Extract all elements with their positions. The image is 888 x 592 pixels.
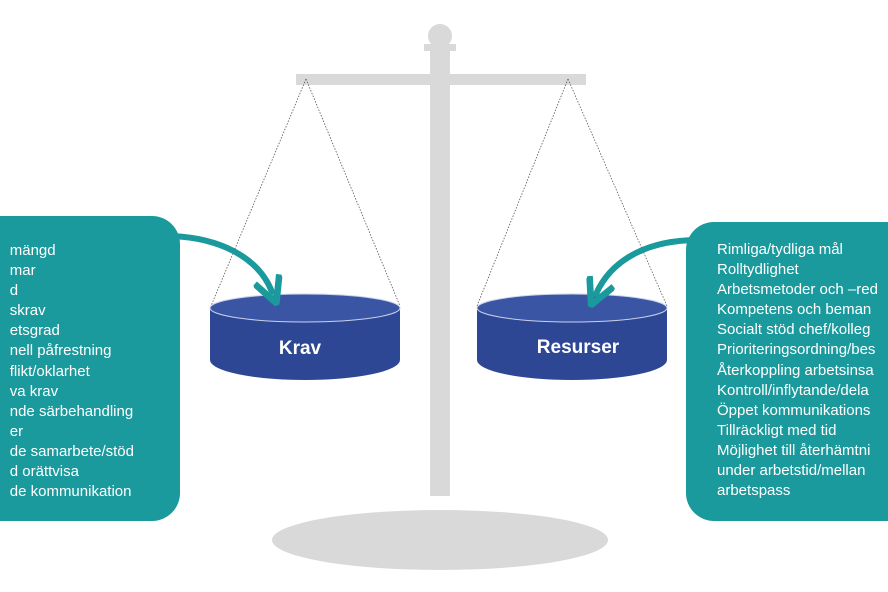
resource-item: under arbetstid/mellan [717, 462, 866, 480]
demand-item: flikt/oklarhet [9, 362, 90, 380]
resource-item: Arbetsmetoder och –red [717, 281, 878, 299]
demand-item: mängd [9, 242, 56, 259]
demand-item: skrav [9, 302, 46, 320]
right-pan-label: Resurser [537, 337, 620, 358]
demand-item: d [9, 282, 19, 300]
demand-item: d orättvisa [9, 463, 79, 481]
demand-item: va krav [9, 382, 59, 400]
demand-item: mar [9, 262, 36, 280]
left-pan-strings [210, 78, 401, 307]
resource-item: Möjlighet till återhämtni [717, 441, 871, 459]
resource-item: Öppet kommunikations [717, 401, 871, 419]
resource-item: Tillräckligt med tid [717, 421, 837, 439]
scale-base [272, 510, 608, 570]
scale-knob [428, 24, 452, 48]
right-pan: Resurser [476, 293, 668, 380]
demands-panel: mängd mar d skrav etsgrad nell påfrestning fli… [0, 216, 180, 521]
demand-item: de kommunikation [9, 483, 132, 501]
resource-item: Rolltydlighet [717, 261, 799, 279]
demands-list: mängd mar d skrav etsgrad nell påfrestning fli… [10, 241, 134, 502]
demand-item: er [9, 422, 24, 440]
right-pan-strings [476, 78, 668, 307]
resource-item: Återkoppling arbetsinsa [717, 361, 874, 379]
resource-item: arbetspass [717, 482, 791, 500]
resource-item: Prioriteringsordning/bes [717, 341, 876, 359]
scale-collar [424, 44, 456, 51]
scale-beam [296, 74, 586, 85]
left-pan-label: Krav [279, 338, 322, 359]
left-pan: Krav [209, 293, 401, 380]
scale-pillar [430, 48, 450, 496]
resource-item: Socialt stöd chef/kolleg [717, 321, 871, 339]
resource-item: Kontroll/inflytande/dela [717, 381, 869, 399]
demand-item: nell påfrestning [9, 342, 112, 360]
demand-item: de samarbete/stöd [9, 442, 134, 460]
demand-item: nde särbehandling [9, 402, 134, 420]
resource-item: Kompetens och beman [717, 301, 872, 319]
resource-item: Rimliga/tydliga mål [717, 241, 843, 258]
demand-item: etsgrad [9, 322, 60, 340]
